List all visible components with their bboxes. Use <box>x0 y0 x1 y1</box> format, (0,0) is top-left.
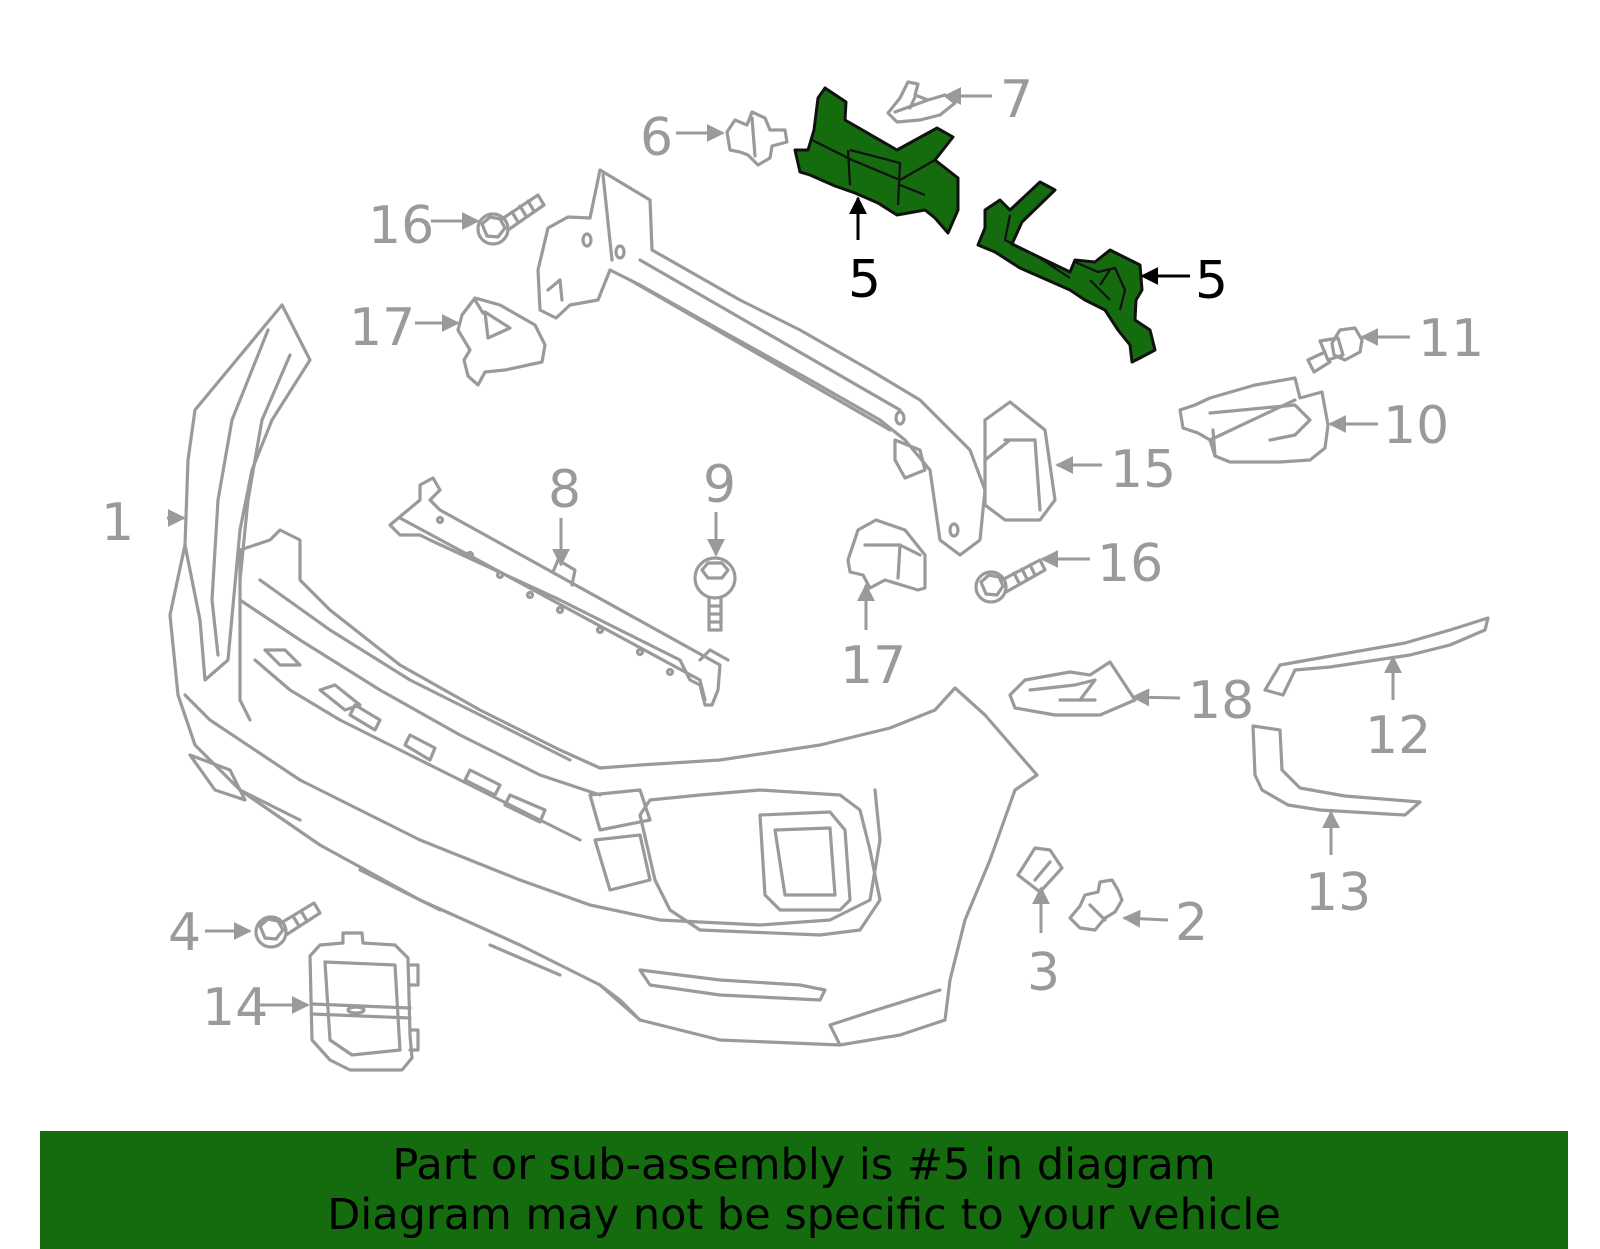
callout-18: 18 <box>1188 671 1254 731</box>
part-2-clip[interactable] <box>1068 878 1124 932</box>
callout-14: 14 <box>202 978 268 1038</box>
callout-arrows <box>167 87 1410 1014</box>
callout-16-lower: 16 <box>1097 534 1163 594</box>
callout-labels: 1 2 3 4 5 5 6 7 8 9 10 11 12 13 14 15 16… <box>101 70 1484 1038</box>
part-16-bolt-lower[interactable] <box>974 558 1047 604</box>
callout-5-right: 5 <box>1195 251 1228 311</box>
part-10-bracket[interactable] <box>1178 376 1330 464</box>
callout-15: 15 <box>1110 440 1176 500</box>
part-17-bracket-lower[interactable] <box>846 518 927 592</box>
part-11-clip[interactable] <box>1306 326 1364 374</box>
callout-16-upper: 16 <box>368 196 434 256</box>
part-7-clip[interactable] <box>886 80 957 124</box>
part-3-cap[interactable] <box>1016 846 1064 894</box>
info-banner: Part or sub-assembly is #5 in diagram Di… <box>40 1131 1568 1249</box>
callout-17-upper: 17 <box>349 298 415 358</box>
part-16-bolt-upper[interactable] <box>476 193 546 246</box>
part-9-bolt[interactable] <box>693 556 737 632</box>
callout-4: 4 <box>168 903 201 963</box>
banner-line-part: Part or sub-assembly is #5 in diagram <box>392 1140 1216 1190</box>
part-5-bracket-left[interactable] <box>793 86 960 235</box>
part-17-bracket-upper[interactable] <box>456 296 547 387</box>
callout-6: 6 <box>640 108 673 168</box>
part-6-clip[interactable] <box>725 110 789 167</box>
banner-line-disclaimer: Diagram may not be specific to your vehi… <box>327 1190 1281 1240</box>
callout-9: 9 <box>703 455 736 515</box>
callout-5-left: 5 <box>848 250 881 310</box>
callout-8: 8 <box>548 460 581 520</box>
callout-11: 11 <box>1418 309 1484 369</box>
part-12-trim-strip[interactable] <box>1263 616 1490 697</box>
part-8-lower-bracket[interactable] <box>388 476 730 707</box>
callout-17-lower: 17 <box>840 636 906 696</box>
part-15-reinforcement-beam[interactable] <box>536 168 1057 557</box>
part-4-bolt[interactable] <box>254 901 322 949</box>
part-13-trim-strip[interactable] <box>1251 724 1422 817</box>
part-18-bracket[interactable] <box>1008 660 1137 717</box>
part-5-bracket-right[interactable] <box>976 180 1157 364</box>
callout-3: 3 <box>1027 943 1060 1003</box>
callout-1: 1 <box>101 493 134 553</box>
callout-7: 7 <box>1000 70 1033 130</box>
callout-13: 13 <box>1305 863 1371 923</box>
part-1-bumper-cover[interactable] <box>168 303 1039 1047</box>
part-14-insert[interactable] <box>308 931 420 1072</box>
callout-10: 10 <box>1383 396 1449 456</box>
callout-2: 2 <box>1175 893 1208 953</box>
callout-12: 12 <box>1365 706 1431 766</box>
